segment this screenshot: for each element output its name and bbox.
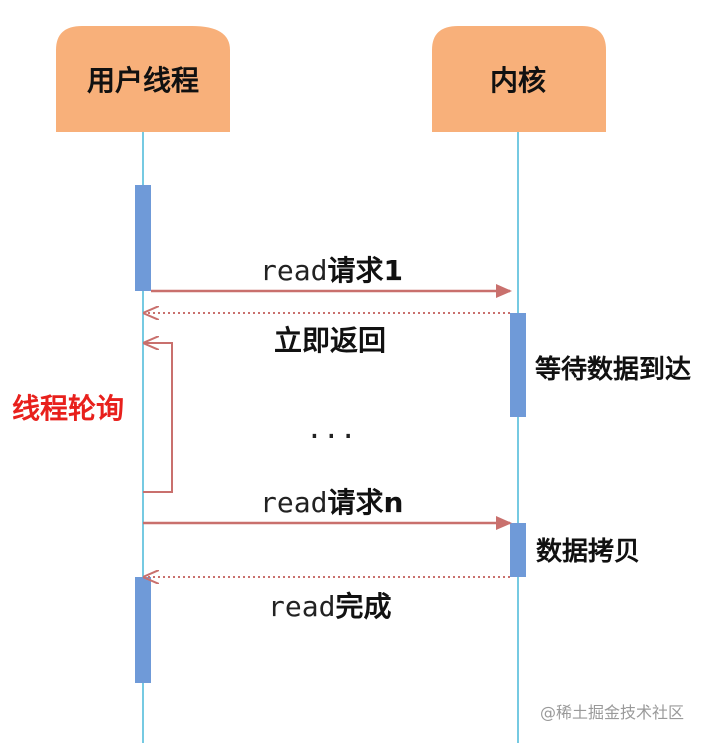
message-read-request-n: read请求n — [143, 486, 512, 530]
message-read-request-1-prefix: read — [260, 254, 327, 287]
watermark: @稀土掘金技术社区 — [540, 703, 684, 722]
polling-loop: 线程轮询 — [12, 343, 173, 493]
activation-user-2 — [135, 577, 151, 683]
message-read-request-1-label: read请求1 — [260, 254, 403, 287]
actor-kernel-label: 内核 — [490, 64, 546, 97]
actor-user-thread-box — [56, 26, 230, 132]
actor-kernel-box — [432, 26, 606, 132]
message-read-request-n-suffix: 请求n — [327, 486, 403, 519]
activation-kernel-wait — [510, 313, 526, 417]
actor-user-thread: 用户线程 — [56, 26, 230, 132]
polling-label: 线程轮询 — [12, 392, 124, 425]
message-read-request-n-label: read请求n — [260, 486, 403, 519]
message-read-complete-prefix: read — [268, 590, 335, 623]
message-immediate-return: 立即返回 — [145, 313, 510, 357]
actor-kernel: 内核 — [432, 26, 606, 132]
note-data-copy: 数据拷贝 — [536, 537, 640, 567]
message-immediate-return-label: 立即返回 — [274, 324, 386, 357]
message-read-complete: read完成 — [145, 577, 510, 623]
note-wait-for-data: 等待数据到达 — [535, 354, 691, 385]
message-read-complete-suffix: 完成 — [335, 590, 391, 623]
ellipsis: ... — [306, 412, 357, 445]
message-read-request-n-prefix: read — [260, 486, 327, 519]
activation-user-1 — [135, 185, 151, 291]
message-read-request-1: read请求1 — [151, 254, 512, 298]
actor-user-thread-label: 用户线程 — [87, 64, 199, 97]
polling-loop-line — [143, 343, 173, 493]
message-read-request-1-suffix: 请求1 — [327, 254, 402, 287]
message-read-complete-label: read完成 — [268, 590, 391, 623]
activation-kernel-copy — [510, 523, 526, 577]
